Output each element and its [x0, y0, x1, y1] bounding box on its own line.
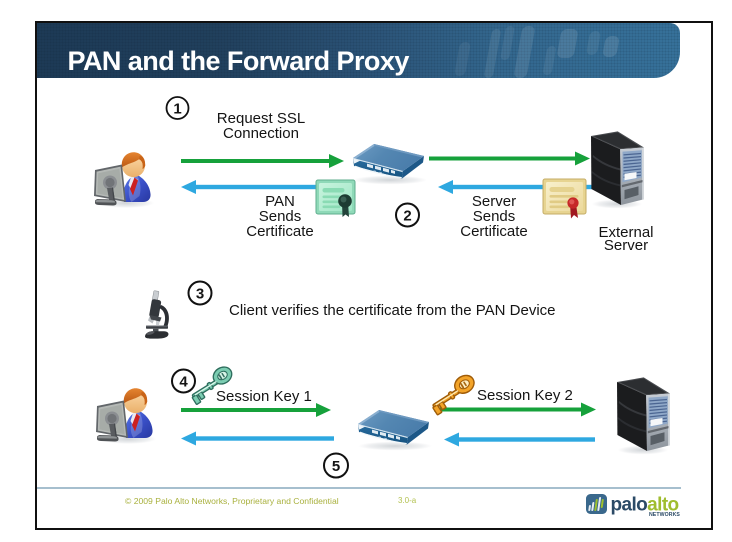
svg-text:paloalto: paloalto: [611, 495, 679, 516]
svg-text:1: 1: [173, 101, 181, 118]
svg-text:4: 4: [179, 374, 188, 391]
svg-text:3: 3: [196, 286, 204, 303]
svg-text:5: 5: [332, 458, 340, 475]
svg-text:2: 2: [403, 208, 411, 225]
svg-text:NETWORKS: NETWORKS: [649, 512, 680, 518]
